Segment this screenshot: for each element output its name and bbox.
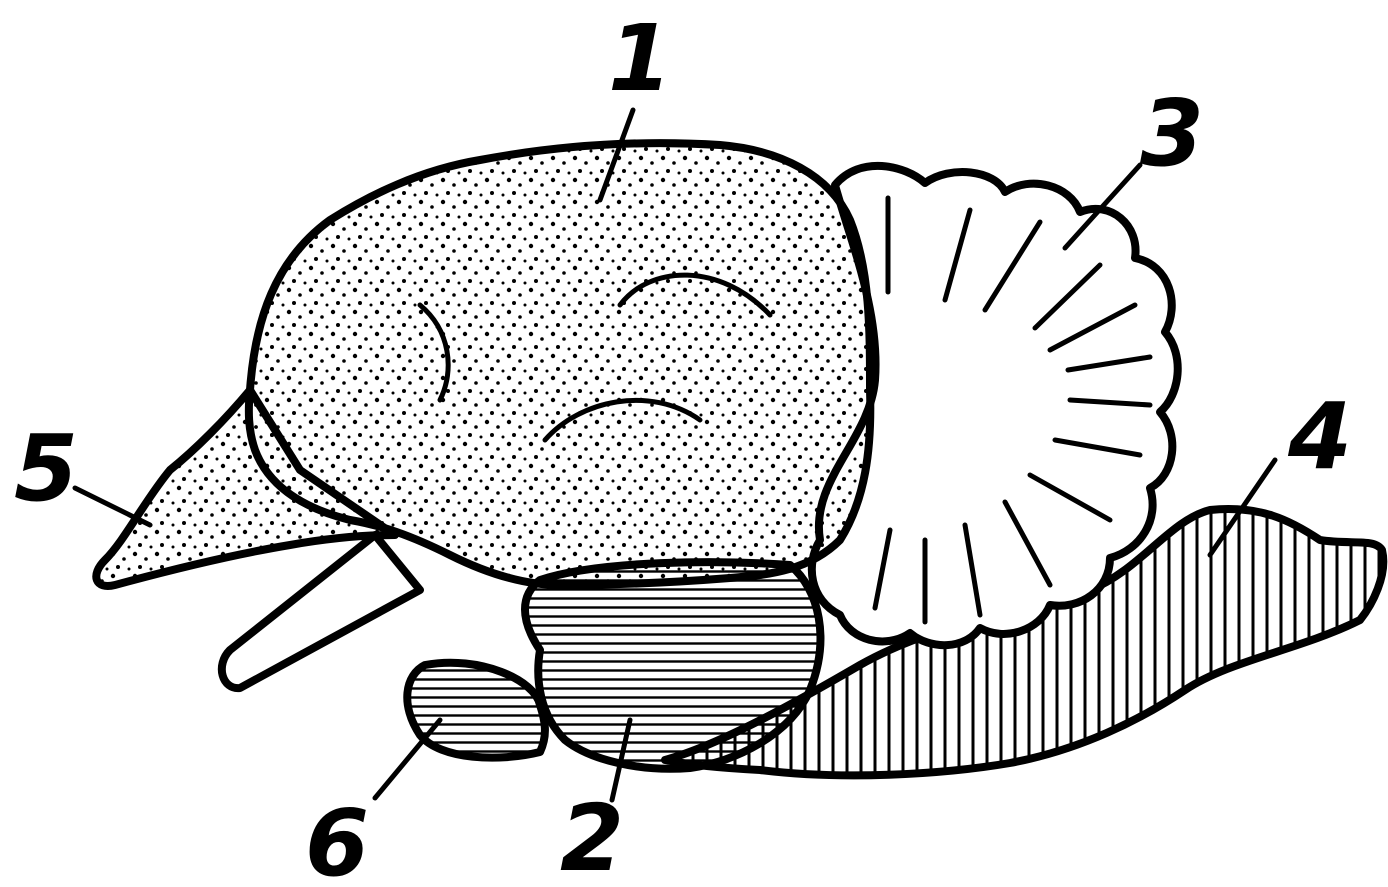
label-5: 5 (14, 415, 78, 522)
cerebrum-region (249, 143, 870, 585)
label-3: 3 (1140, 80, 1204, 187)
label-4: 4 (1287, 383, 1352, 490)
label-2: 2 (560, 785, 624, 887)
pituitary-region (407, 663, 545, 758)
leader-line-5 (75, 488, 150, 525)
label-6: 6 (305, 790, 369, 887)
label-1: 1 (608, 5, 672, 112)
olfactory-tract (222, 535, 420, 688)
leader-line-6 (375, 720, 440, 798)
